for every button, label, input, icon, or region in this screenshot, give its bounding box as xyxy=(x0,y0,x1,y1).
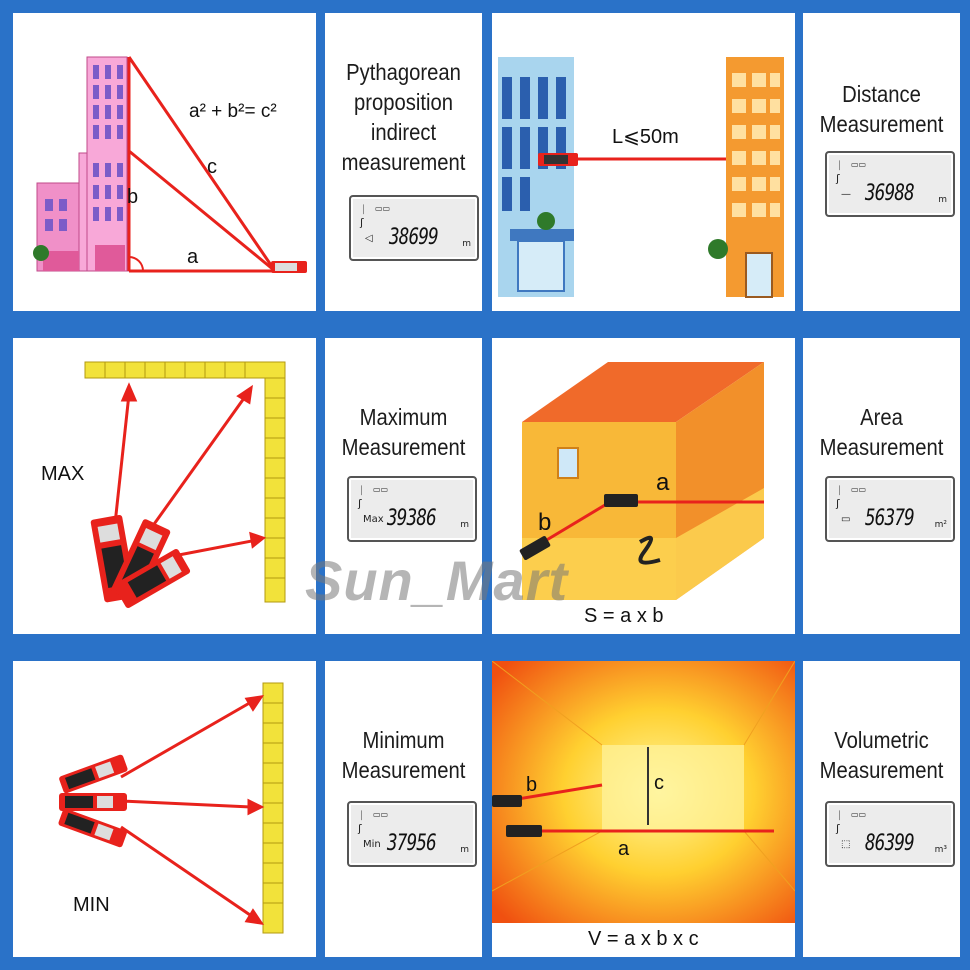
distance-label-line-1: Distance xyxy=(842,81,921,107)
volume-mode-icon: ⬚ xyxy=(841,839,851,850)
pythagoras-side-a: a xyxy=(187,246,199,268)
distance-unit: m xyxy=(938,195,947,205)
pythagoras-side-c: c xyxy=(207,156,217,178)
area-formula: S = a x b xyxy=(584,605,664,627)
area-label-line-1: Area xyxy=(860,404,903,430)
volume-side-b: b xyxy=(526,774,537,796)
area-side-a: a xyxy=(656,469,670,496)
volume-label-line-2: Measurement xyxy=(819,757,944,783)
area-side-b: b xyxy=(538,509,551,536)
maximum-mode-label: Max xyxy=(363,514,384,525)
maximum-label: Maximum Measurement xyxy=(334,402,472,462)
pythagoras-svg: a² + b²= c² c b a xyxy=(33,56,307,273)
distance-reading: 36988 xyxy=(865,181,915,206)
maximum-unit: m xyxy=(460,520,469,530)
area-illustration: a b S = a x b xyxy=(492,338,795,634)
volume-reading: 86399 xyxy=(865,831,915,856)
volume-unit: m³ xyxy=(934,845,947,855)
volume-side-a: a xyxy=(618,838,630,860)
battery-icon: ▭▭ xyxy=(373,485,389,494)
maximum-illustration: MAX xyxy=(13,338,316,634)
volume-svg: b c a V = a x b x c xyxy=(492,661,795,957)
minimum-label-line-1: Minimum xyxy=(362,727,445,753)
battery-icon: ▭▭ xyxy=(373,810,389,819)
pythagoras-label-line-2: proposition xyxy=(353,89,454,115)
minimum-illustration: MIN xyxy=(13,661,316,957)
minimum-label-line-2: Measurement xyxy=(341,757,466,783)
pythagoras-label-line-3: indirect xyxy=(370,119,437,145)
battery-icon: ▭▭ xyxy=(851,485,867,494)
distance-label: Distance Measurement xyxy=(812,79,950,139)
volume-formula: V = a x b x c xyxy=(588,928,699,950)
distance-range: L⩽50m xyxy=(612,126,679,148)
watermark-text: Sun_Mart xyxy=(305,549,569,612)
volume-label: Volumetric Measurement xyxy=(812,725,950,785)
area-label-line-2: Measurement xyxy=(819,434,944,460)
pythagoras-illustration: a² + b²= c² c b a xyxy=(13,13,316,311)
maximum-label-line-1: Maximum xyxy=(359,404,448,430)
pythagoras-label-line-4: measurement xyxy=(341,149,466,175)
volume-illustration: b c a V = a x b x c xyxy=(492,661,795,957)
maximum-svg: MAX xyxy=(41,361,286,609)
pythagoras-label-line-1: Pythagorean xyxy=(346,59,461,85)
area-label: Area Measurement xyxy=(812,402,950,462)
maximum-reading: 39386 xyxy=(387,506,437,531)
minimum-svg: MIN xyxy=(58,682,284,934)
battery-icon: ▭▭ xyxy=(851,160,867,169)
distance-mode-icon: — xyxy=(841,189,851,200)
pythagoras-reading: 38699 xyxy=(389,225,439,250)
area-reading: 56379 xyxy=(865,506,915,531)
maximum-label-line-2: Measurement xyxy=(341,434,466,460)
distance-illustration: L⩽50m xyxy=(492,13,795,311)
distance-svg: L⩽50m xyxy=(498,57,784,298)
area-svg: a b S = a x b xyxy=(519,362,764,627)
volume-side-c: c xyxy=(654,772,664,794)
battery-icon: ▭▭ xyxy=(851,810,867,819)
pythagoras-info: Pythagorean proposition indirect measure… xyxy=(325,13,482,311)
minimum-reading: 37956 xyxy=(387,831,437,856)
pythagoras-formula: a² + b²= c² xyxy=(189,101,277,122)
minimum-mode-label: Min xyxy=(363,839,381,850)
minimum-label: Minimum Measurement xyxy=(334,725,472,785)
maximum-side-text: MAX xyxy=(41,463,84,485)
minimum-unit: m xyxy=(460,845,469,855)
minimum-side-text: MIN xyxy=(73,894,110,916)
volume-label-line-1: Volumetric xyxy=(834,727,929,753)
area-mode-icon: ▭ xyxy=(841,514,851,525)
battery-icon: ▭▭ xyxy=(375,204,391,213)
pythagoras-label: Pythagorean proposition indirect measure… xyxy=(334,57,472,177)
distance-label-line-2: Measurement xyxy=(819,111,944,137)
pythagoras-mode-icon: ◁ xyxy=(365,233,373,244)
area-unit: m² xyxy=(934,520,947,530)
pythagoras-side-b: b xyxy=(127,186,138,208)
pythagoras-unit: m xyxy=(462,239,471,249)
